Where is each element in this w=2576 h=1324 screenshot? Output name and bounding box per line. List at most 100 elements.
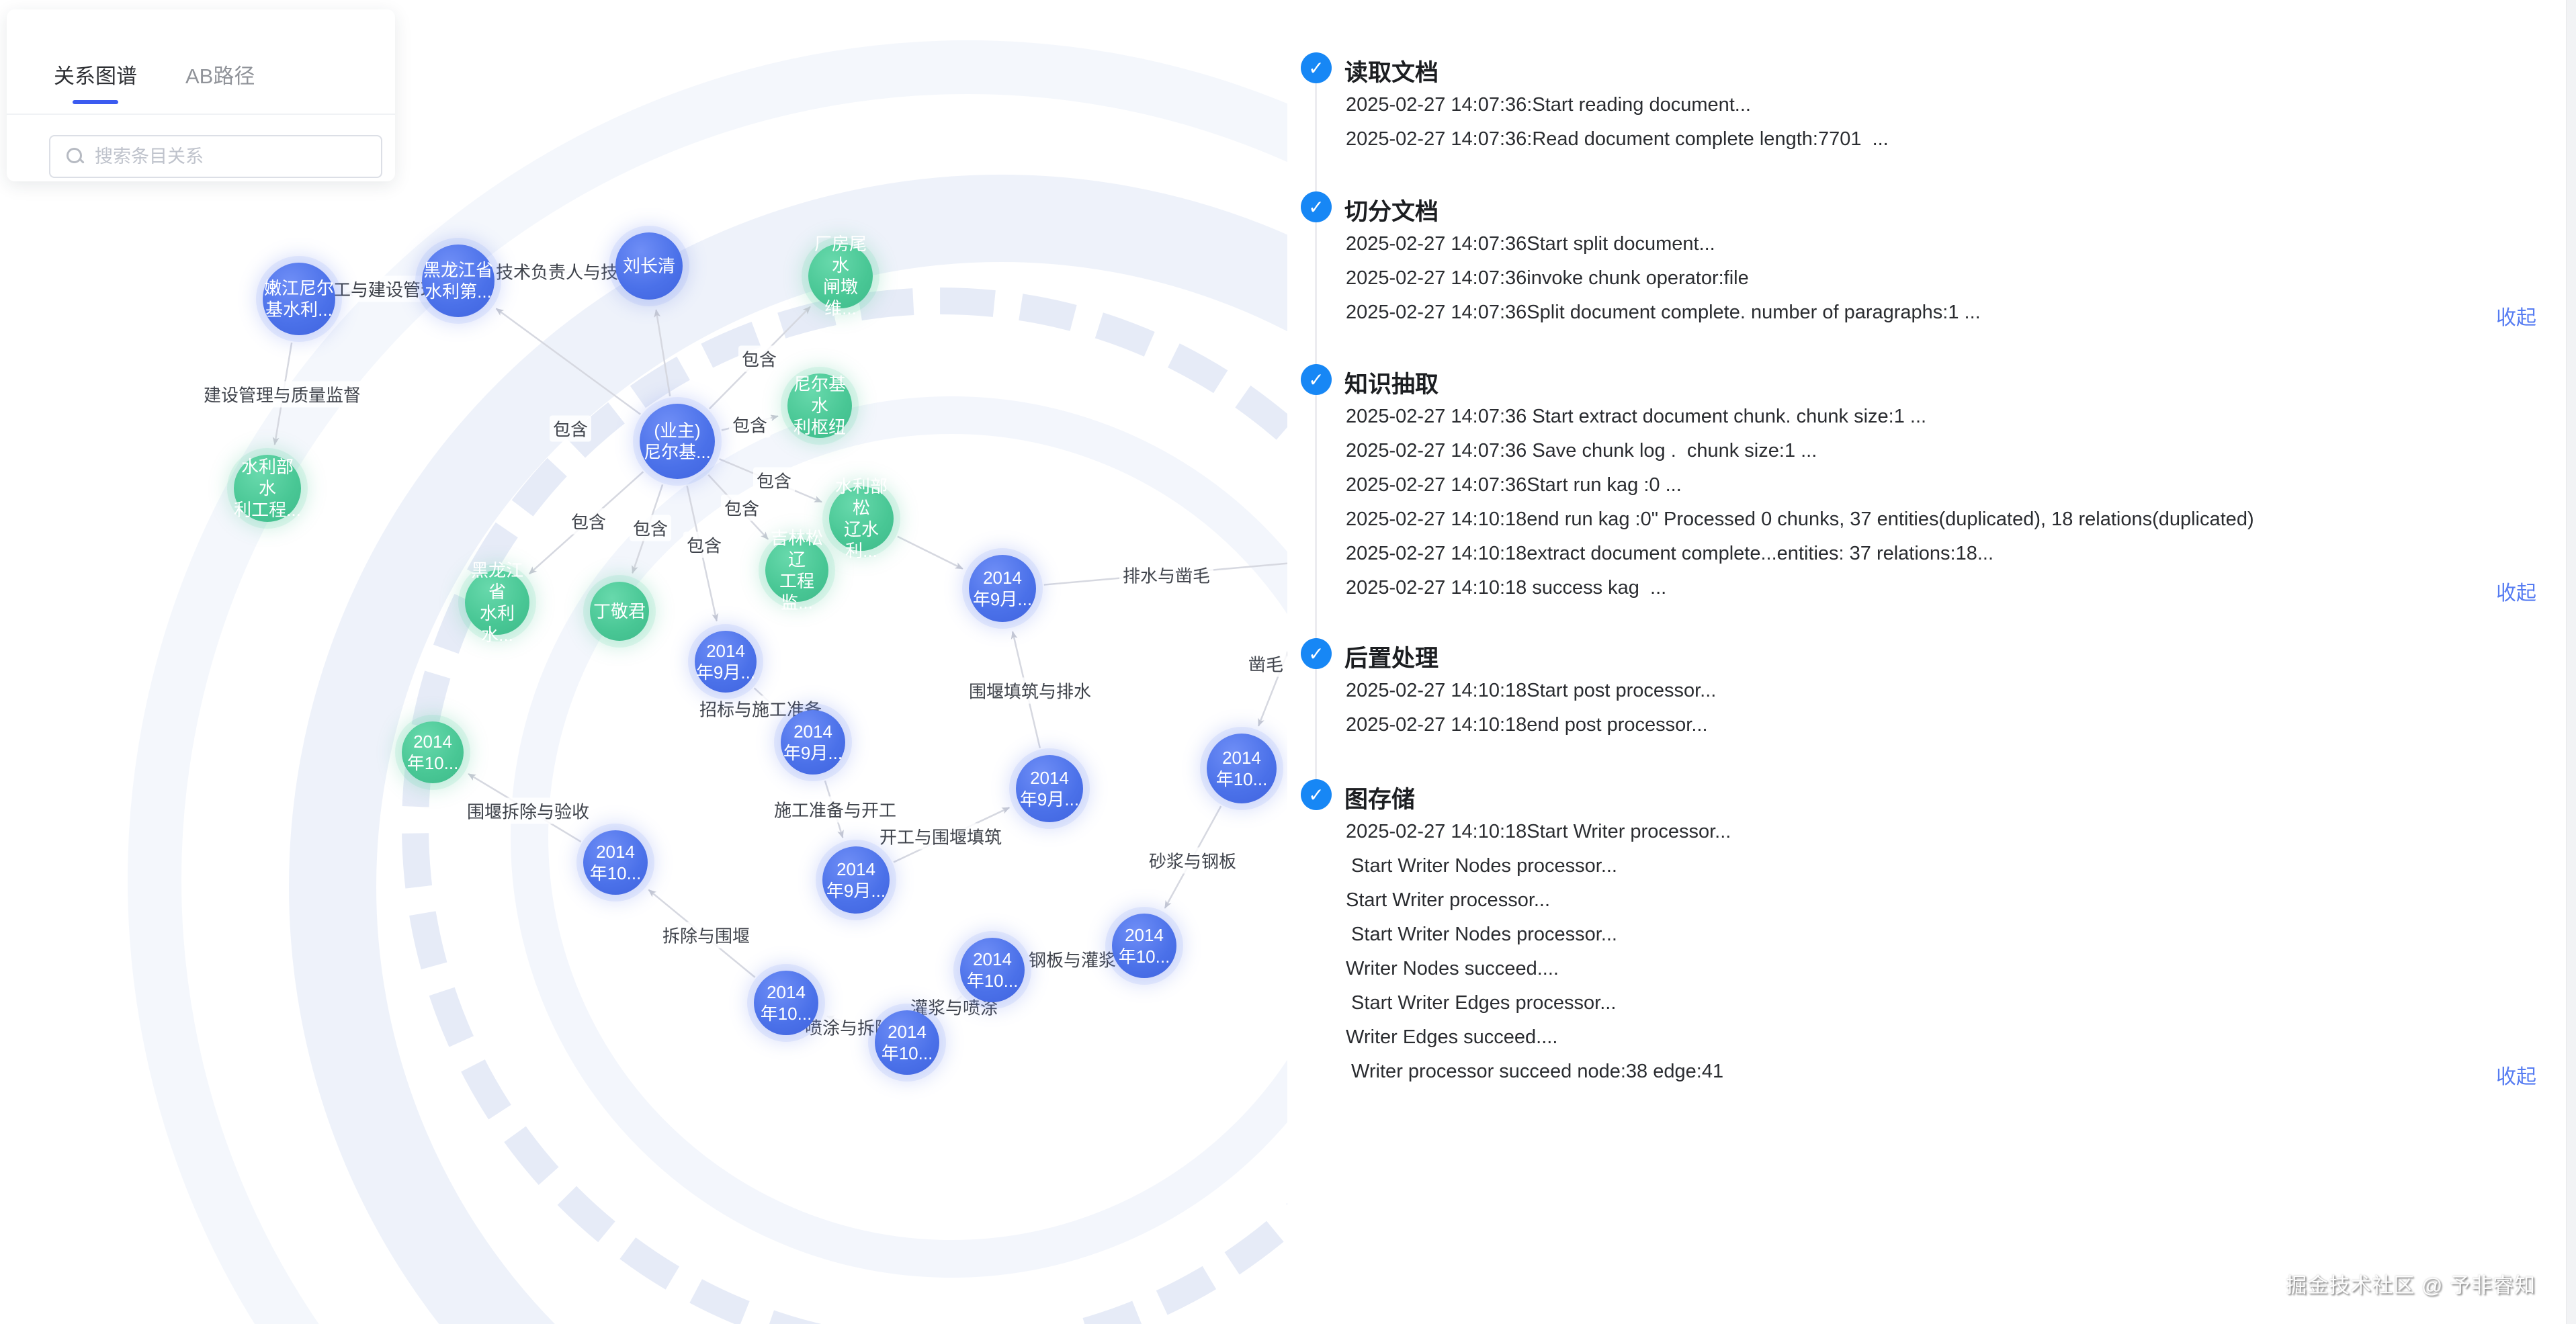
timeline-connector	[1315, 68, 1317, 795]
edge-label: 围堰填筑与排水	[965, 677, 1095, 704]
log-line: Start Writer Edges processor...	[1346, 992, 1617, 1014]
edge-label: 砂浆与钢板	[1145, 847, 1240, 874]
log-line: 2025-02-27 14:10:18Start post processor.…	[1346, 680, 1717, 701]
log-line: Start Writer Nodes processor...	[1346, 924, 1617, 945]
graph-node-label: 吉林松辽工程监...	[770, 528, 823, 613]
edge-label: 开工与围堰填筑	[875, 823, 1006, 850]
graph-node-label: (业主)尼尔基...	[644, 421, 711, 462]
active-tab-underline	[73, 100, 118, 104]
edge-label: 包含	[629, 515, 672, 541]
log-line: 2025-02-27 14:10:18end post processor...	[1346, 714, 1708, 736]
step-title: 读取文档	[1344, 60, 1439, 86]
step-title: 后置处理	[1344, 646, 1439, 672]
graph-node-label: 黑龙江省水利第...	[423, 260, 493, 302]
step-title: 知识抽取	[1344, 371, 1439, 398]
graph-edge	[897, 535, 963, 570]
collapse-link[interactable]: 收起	[2496, 1066, 2536, 1088]
graph-node[interactable]: 水利部水利工程...	[234, 455, 301, 522]
collapse-link[interactable]: 收起	[2496, 582, 2536, 605]
graph-node-label: 水利部松辽水利...	[834, 476, 888, 561]
step-check-icon: ✓	[1301, 191, 1332, 222]
graph-node-label: 水利部水利工程...	[234, 457, 301, 520]
collapse-link[interactable]: 收起	[2496, 307, 2536, 329]
graph-edge	[495, 308, 641, 415]
tab-label: 关系图谱	[54, 64, 137, 88]
step-check-icon: ✓	[1301, 52, 1332, 83]
step-title: 图存储	[1344, 787, 1416, 813]
graph-node-label: 嫩江尼尔基水利...	[263, 278, 334, 320]
edge-label: 包含	[720, 494, 763, 521]
graph-node-label: 丁敬君	[593, 601, 646, 621]
log-line: 2025-02-27 14:10:18end run kag :0" Proce…	[1346, 509, 2254, 530]
graph-node[interactable]: 吉林松辽工程监...	[765, 528, 828, 613]
pipeline-log-panel: ✓ 读取文档 2025-02-27 14:07:36:Start reading d…	[1287, 0, 2567, 1324]
log-line: 2025-02-27 14:07:36:Read document comple…	[1346, 128, 1889, 150]
log-line: Writer processor succeed node:38 edge:41	[1346, 1061, 1724, 1082]
log-line: 2025-02-27 14:07:36:Start reading docume…	[1346, 94, 1751, 116]
log-line: Writer Edges succeed....	[1346, 1026, 1558, 1048]
edge-label: 包含	[683, 531, 726, 558]
edge-label: 包含	[549, 415, 592, 442]
tab-bar: 关系图谱 AB路径	[54, 59, 255, 104]
log-line: Start Writer Nodes processor...	[1346, 855, 1617, 877]
graph-node[interactable]: 丁敬君	[590, 582, 649, 641]
tab-ab-path[interactable]: AB路径	[185, 59, 255, 104]
graph-node[interactable]: 厂房尾水闸墩维...	[808, 234, 873, 318]
log-line: 2025-02-27 14:07:36Split document comple…	[1346, 302, 1981, 323]
watermark: 掘金技术社区 @ 予非睿知	[2286, 1274, 2536, 1297]
vertical-scrollbar[interactable]	[2566, 0, 2576, 1324]
search-input[interactable]	[93, 145, 351, 168]
log-line: Writer Nodes succeed....	[1346, 958, 1559, 979]
graph-node[interactable]: 嫩江尼尔基水利...	[263, 263, 335, 335]
graph-tool-card: 关系图谱 AB路径	[7, 9, 395, 181]
graph-node[interactable]: 水利部松辽水利...	[829, 476, 894, 561]
step-check-icon: ✓	[1301, 779, 1332, 810]
search-box[interactable]	[49, 135, 382, 178]
edge-label: 包含	[567, 508, 610, 535]
graph-node[interactable]: 刘长清	[615, 232, 683, 300]
card-divider	[7, 114, 395, 115]
graph-node[interactable]: 黑龙江省水利第...	[422, 245, 495, 317]
log-line: 2025-02-27 14:07:36invoke chunk operator…	[1346, 267, 1749, 289]
graph-node[interactable]: (业主)尼尔基...	[640, 404, 715, 479]
graph-edge	[654, 309, 671, 397]
graph-node-label: 厂房尾水闸墩维...	[814, 234, 867, 318]
graph-node-label: 黑龙江省水利水...	[470, 560, 523, 645]
log-line: 2025-02-27 14:10:18Start Writer processo…	[1346, 821, 1731, 842]
knowledge-graph-canvas[interactable]: 施工与建设管理技术负责人与技术支持建设管理与质量监督包含包含包含包含包含包含包含…	[0, 0, 1287, 1324]
graph-node-label: 尼尔基水利枢纽	[793, 374, 846, 437]
graph-node[interactable]: 尼尔基水利枢纽	[787, 373, 852, 438]
edge-label: 建设管理与质量监督	[200, 381, 365, 408]
edge-label: 施工准备与开工	[770, 796, 900, 823]
edge-label: 排水与凿毛	[1119, 562, 1214, 588]
edge-label: 包含	[738, 345, 781, 372]
graph-node[interactable]: 黑龙江省水利水...	[465, 560, 529, 645]
tab-relation-graph[interactable]: 关系图谱	[54, 59, 137, 104]
step-check-icon: ✓	[1301, 364, 1332, 395]
log-line: 2025-02-27 14:07:36Start run kag :0 ...	[1346, 474, 1682, 496]
step-check-icon: ✓	[1301, 638, 1332, 669]
graph-node-label: 刘长清	[622, 256, 675, 276]
